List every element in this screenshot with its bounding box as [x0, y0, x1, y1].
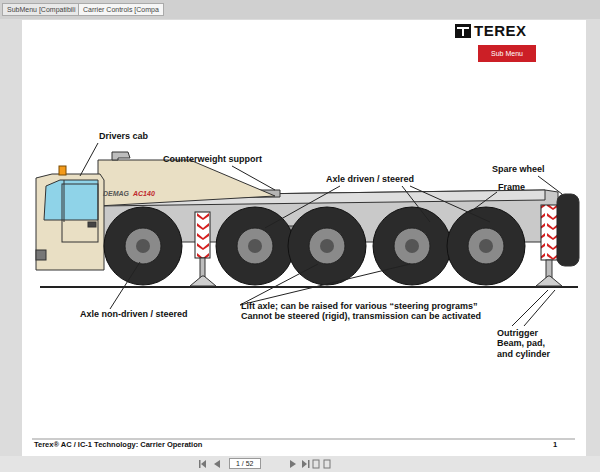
callout: Counterweight support	[163, 154, 262, 164]
nav-buttons	[199, 460, 330, 468]
vehicle-marking: AC140	[133, 190, 155, 198]
brand-logo: TEREX	[474, 22, 527, 39]
vehicle-marking: DEMAG	[103, 190, 129, 198]
wheel	[447, 207, 525, 285]
callout: Spare wheel	[492, 164, 545, 174]
footer-rule	[32, 439, 575, 440]
callout: Axle driven / steered	[326, 174, 414, 184]
callout: Lift axle; can be raised for various “st…	[241, 301, 496, 322]
callout: Drivers cab	[99, 131, 148, 141]
footer-title: Terex® AC / IC-1 Technology: Carrier Ope…	[34, 441, 202, 450]
ground-line	[40, 286, 578, 288]
wheels	[104, 207, 525, 285]
node-text: SubMenu [Compatibili	[7, 6, 75, 13]
callout: Outrigger Beam, pad, and cylinder	[497, 328, 559, 359]
wheel	[373, 207, 451, 285]
page-number: 1	[553, 441, 557, 450]
node-text: Carrier Controls [Compa	[83, 6, 159, 13]
leader-lines	[80, 143, 562, 326]
page-field: 1 / 52	[229, 458, 261, 469]
callout: Axle non-driven / steered	[80, 309, 188, 319]
button-ground	[478, 45, 536, 62]
node-text: Sub Menu	[491, 49, 523, 58]
wheel	[104, 207, 182, 285]
tab: SubMenu [Compatibili	[2, 3, 80, 16]
tab-bar	[0, 0, 600, 19]
callout: Frame	[498, 182, 525, 192]
node-text: 1 / 52	[236, 460, 254, 467]
page	[22, 20, 586, 456]
toolbar	[0, 456, 600, 472]
menu-button: Sub Menu	[478, 45, 536, 62]
crane-carrier	[36, 152, 579, 286]
terex-logo-icon	[455, 24, 471, 38]
tab: Carrier Controls [Compa	[78, 3, 164, 16]
